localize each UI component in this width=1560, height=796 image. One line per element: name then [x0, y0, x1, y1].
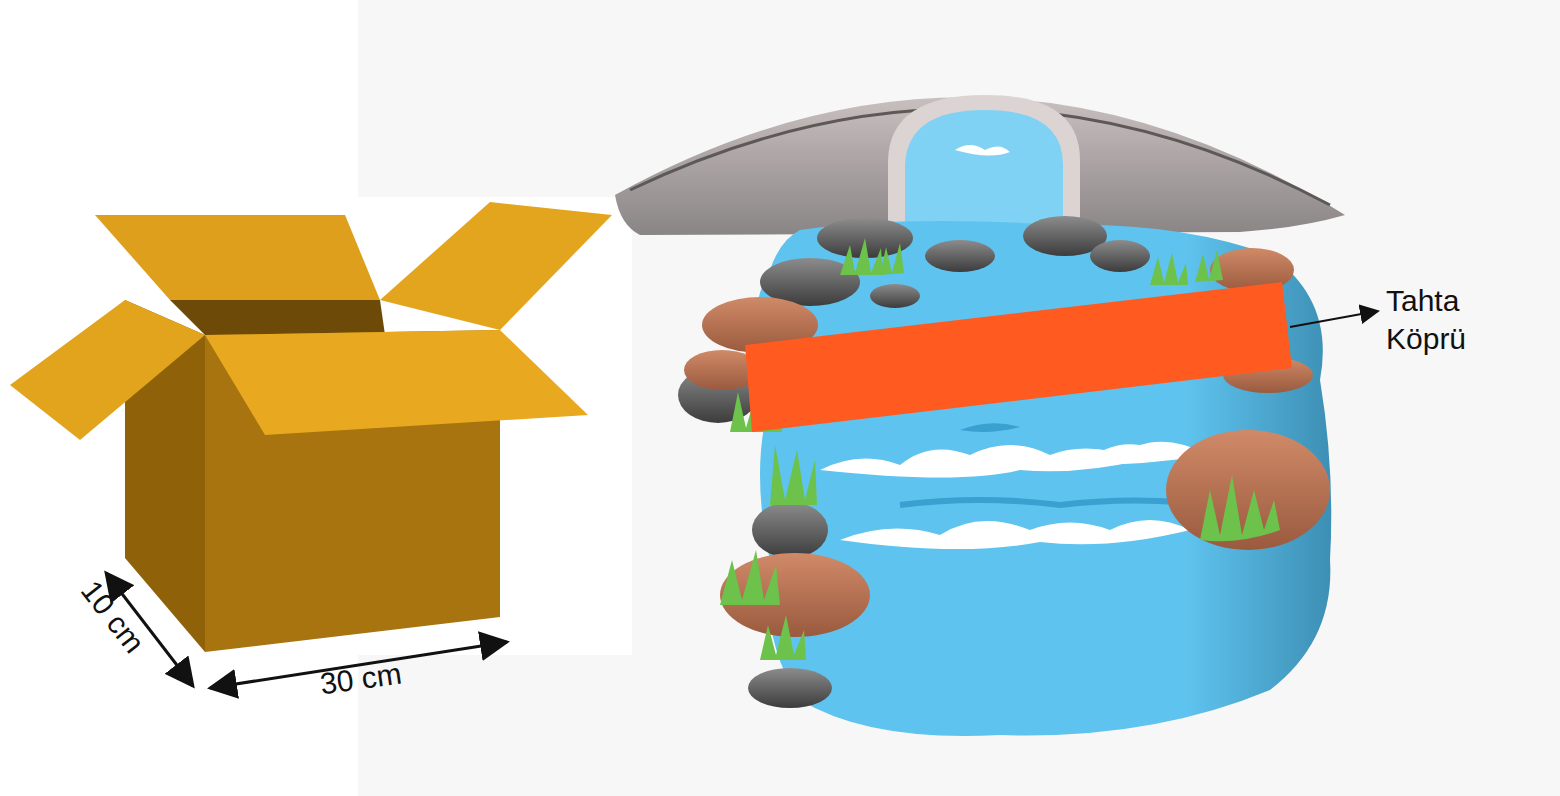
- stone-bridge: [615, 95, 1345, 235]
- rocks: [678, 216, 1330, 708]
- leader-arrow: [1290, 311, 1378, 327]
- wooden-bridge: [745, 282, 1292, 432]
- callout-label: Tahta Köprü: [1386, 282, 1506, 357]
